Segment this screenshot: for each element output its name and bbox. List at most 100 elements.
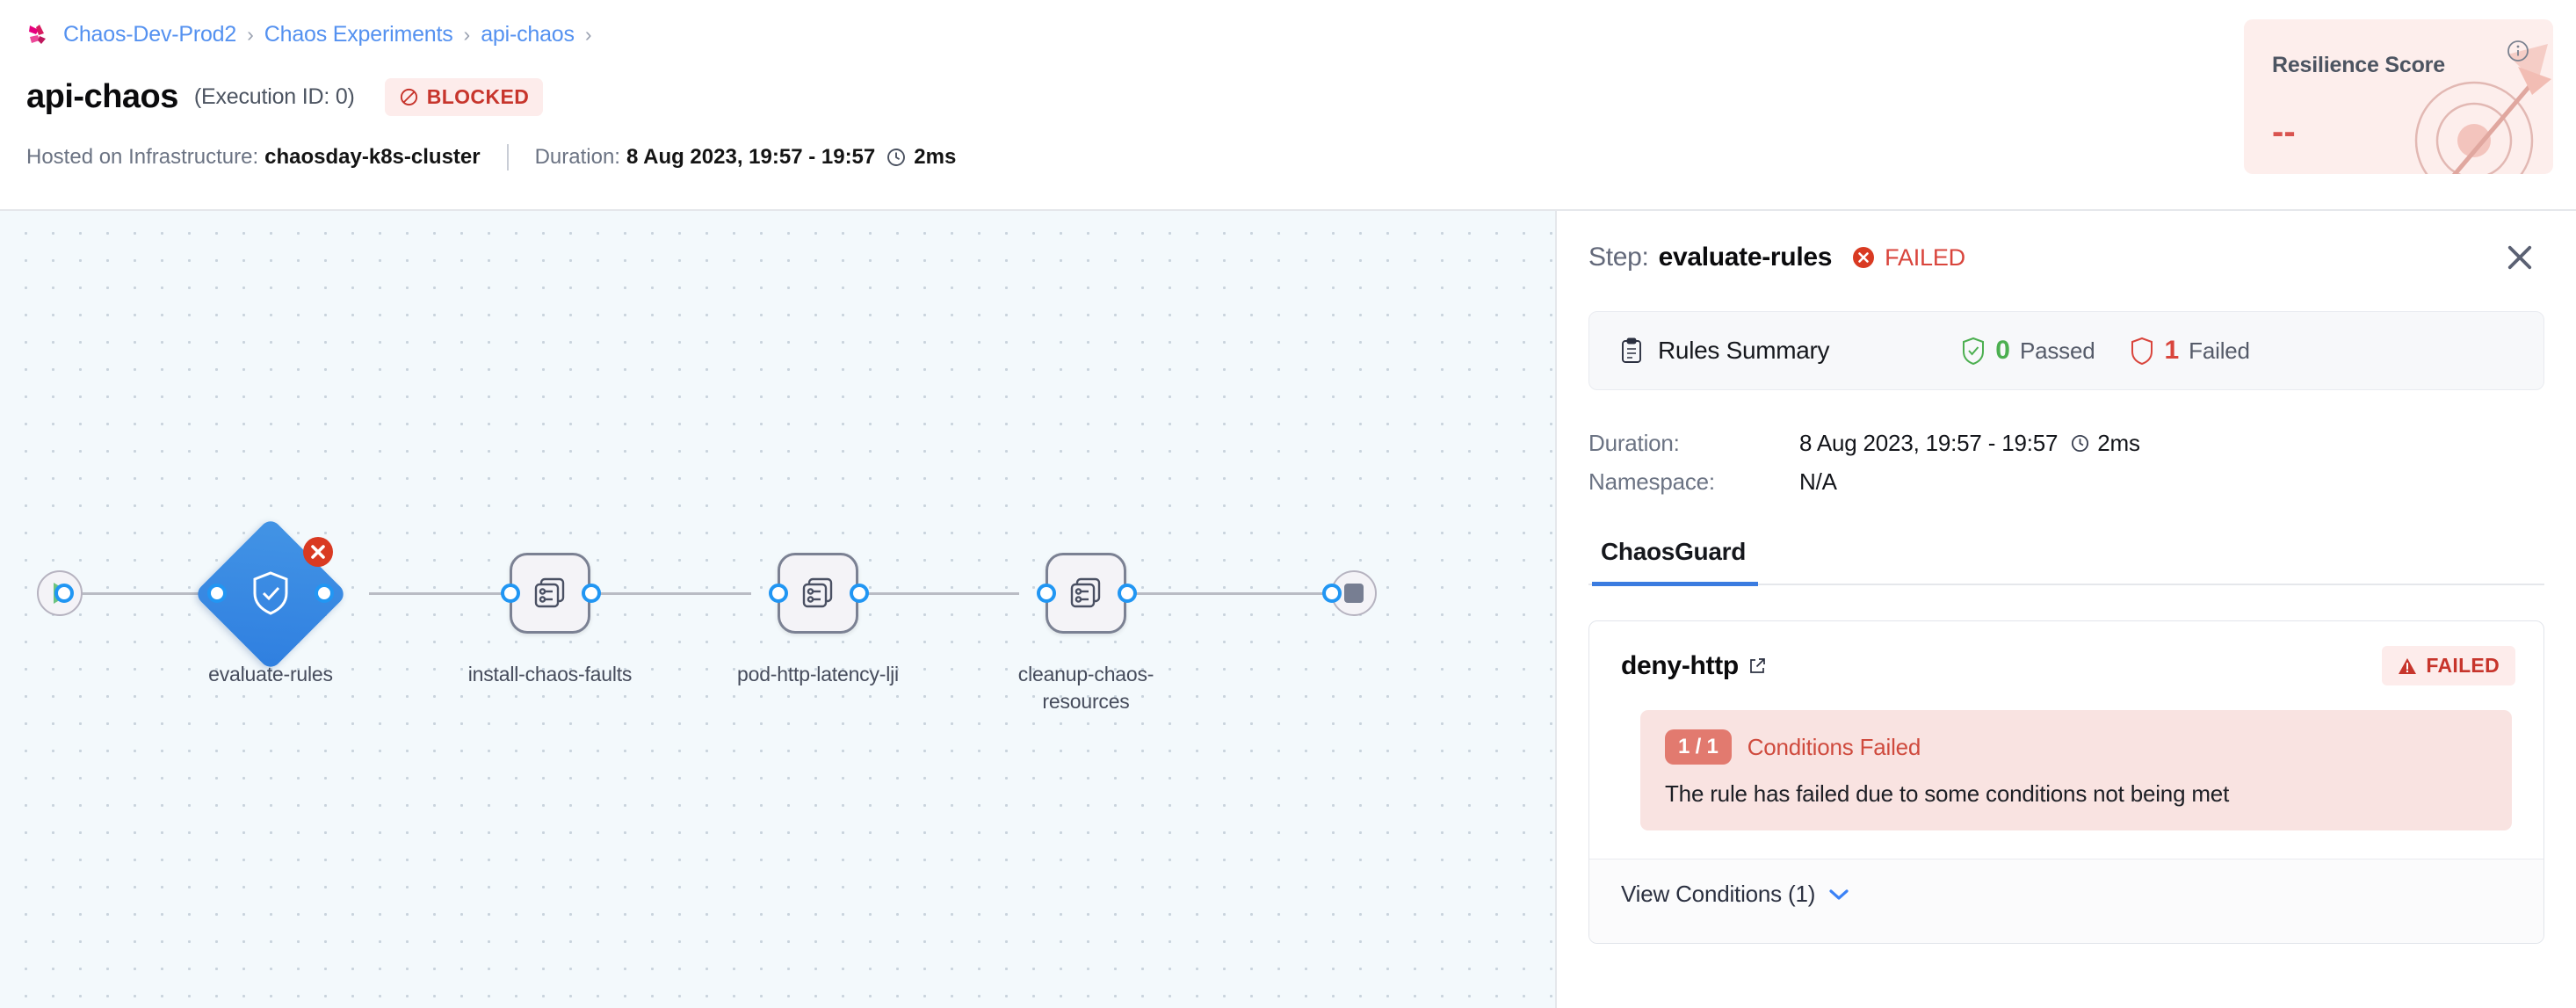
detail-key: Namespace: xyxy=(1588,468,1715,495)
node-square-shape xyxy=(778,553,858,634)
view-conditions-label: View Conditions (1) xyxy=(1621,881,1816,907)
breadcrumb-separator: › xyxy=(247,22,254,46)
rule-card-deny-http: deny-http FAILED xyxy=(1588,620,2544,944)
node-label: install-chaos-faults xyxy=(467,663,633,685)
graph-port[interactable] xyxy=(1322,584,1342,603)
clock-icon xyxy=(875,147,914,168)
breadcrumb-separator: › xyxy=(463,22,471,46)
graph-edge xyxy=(63,592,218,595)
resilience-score-title: Resilience Score xyxy=(2272,53,2445,77)
detail-value: N/A xyxy=(1799,468,1837,495)
graph-port[interactable] xyxy=(1037,584,1056,603)
graph-port[interactable] xyxy=(769,584,788,603)
rules-failed-stat: 1 Failed xyxy=(2130,336,2250,366)
status-badge: BLOCKED xyxy=(384,77,544,116)
detail-key: Duration: xyxy=(1588,429,1680,456)
graph-edge xyxy=(575,592,751,595)
ban-icon xyxy=(399,87,419,107)
view-conditions-toggle[interactable]: View Conditions (1) xyxy=(1589,859,2543,943)
panel-body: Rules Summary 0 Passed xyxy=(1557,311,2576,944)
error-x-icon xyxy=(1853,247,1875,268)
breadcrumb-item-0[interactable]: Chaos-Dev-Prod2 xyxy=(63,21,237,47)
detail-row-namespace: Namespace: N/A xyxy=(1588,462,2544,501)
duration-value: 8 Aug 2023, 19:57 - 19:57 xyxy=(626,145,876,169)
conditions-failed-label: Conditions Failed xyxy=(1747,733,1921,760)
main-content: evaluate-rules install-chaos-faults xyxy=(0,209,2576,1008)
chaos-fault-icon xyxy=(1070,577,1101,608)
pipeline-graph-canvas[interactable]: evaluate-rules install-chaos-faults xyxy=(0,211,1555,1008)
step-details-panel: Step: evaluate-rules FAILED xyxy=(1555,211,2576,1008)
node-square-shape xyxy=(510,553,590,634)
breadcrumb: Chaos-Dev-Prod2 › Chaos Experiments › ap… xyxy=(26,19,2576,49)
clipboard-icon xyxy=(1622,337,1641,363)
breadcrumb-separator: › xyxy=(584,22,592,46)
error-x-icon xyxy=(303,537,333,567)
conditions-failed-alert: 1 / 1 Conditions Failed The rule has fai… xyxy=(1640,710,2512,830)
external-link-icon[interactable] xyxy=(1739,656,1767,676)
rule-card-header: deny-http FAILED xyxy=(1589,621,2543,694)
conditions-failed-description: The rule has failed due to some conditio… xyxy=(1665,780,2230,807)
chaos-fault-icon xyxy=(534,577,565,608)
meta-divider xyxy=(506,144,509,170)
step-label: Step: xyxy=(1588,243,1649,272)
graph-port[interactable] xyxy=(54,584,74,603)
graph-port[interactable] xyxy=(582,584,601,603)
rules-summary-title: Rules Summary xyxy=(1658,337,1830,364)
warning-triangle-icon xyxy=(2399,657,2417,674)
graph-edge xyxy=(843,592,1019,595)
rules-passed-stat: 0 Passed xyxy=(1961,336,2095,366)
duration-elapsed: 2ms xyxy=(914,145,957,169)
shield-outline-icon xyxy=(2131,337,2153,365)
detail-value-elapsed: 2ms xyxy=(2097,429,2140,456)
graph-port[interactable] xyxy=(850,584,869,603)
meta-row: Hosted on Infrastructure: chaosday-k8s-c… xyxy=(26,142,2576,172)
infrastructure-label: Hosted on Infrastructure: xyxy=(26,145,259,169)
node-square-shape xyxy=(1046,553,1126,634)
status-badge: FAILED xyxy=(1851,244,1965,272)
shield-check-icon xyxy=(1963,337,1985,365)
execution-id: (Execution ID: 0) xyxy=(193,83,355,109)
rules-failed-label: Failed xyxy=(2189,337,2250,364)
status-badge-label: BLOCKED xyxy=(426,84,530,108)
stop-icon xyxy=(1344,584,1364,603)
node-label: pod-http-latency-lji xyxy=(737,663,899,685)
rules-passed-count: 0 xyxy=(1995,336,2010,365)
page-header: Chaos-Dev-Prod2 › Chaos Experiments › ap… xyxy=(0,0,2576,209)
breadcrumb-item-1[interactable]: Chaos Experiments xyxy=(264,21,453,47)
shield-check-icon xyxy=(253,571,288,615)
panel-tabs: ChaosGuard xyxy=(1588,534,2544,586)
rules-summary-card: Rules Summary 0 Passed xyxy=(1588,311,2544,390)
graph-port[interactable] xyxy=(1118,584,1137,603)
graph-port[interactable] xyxy=(501,584,520,603)
detail-row-duration: Duration: 8 Aug 2023, 19:57 - 19:57 2ms xyxy=(1588,424,2544,462)
harness-logo-icon xyxy=(26,21,53,47)
graph-edge xyxy=(369,592,510,595)
panel-header: Step: evaluate-rules FAILED xyxy=(1557,211,2576,304)
duration-label: Duration: xyxy=(534,145,620,169)
infrastructure-value: chaosday-k8s-cluster xyxy=(264,145,481,169)
rule-status-badge: FAILED xyxy=(2382,646,2515,685)
step-details-list: Duration: 8 Aug 2023, 19:57 - 19:57 2ms … xyxy=(1588,424,2544,501)
chevron-down-icon xyxy=(1829,888,1849,900)
rule-name: deny-http xyxy=(1621,650,1739,680)
rules-passed-label: Passed xyxy=(2019,337,2095,364)
rule-status-label: FAILED xyxy=(2426,654,2500,677)
chaos-fault-icon xyxy=(802,577,833,608)
tab-chaosguard[interactable]: ChaosGuard xyxy=(1592,534,1759,586)
rules-failed-count: 1 xyxy=(2164,336,2180,365)
graph-port[interactable] xyxy=(207,584,227,603)
close-icon[interactable] xyxy=(2502,240,2537,275)
breadcrumb-item-2[interactable]: api-chaos xyxy=(481,21,575,47)
graph-edge xyxy=(1129,592,1331,595)
detail-value-text: 8 Aug 2023, 19:57 - 19:57 xyxy=(1799,429,2059,456)
conditions-count-badge: 1 / 1 xyxy=(1665,729,1732,765)
graph-port[interactable] xyxy=(315,584,334,603)
resilience-score-card: Resilience Score -- xyxy=(2244,19,2553,174)
page-title: api-chaos xyxy=(26,77,178,115)
detail-value: 8 Aug 2023, 19:57 - 19:57 2ms xyxy=(1799,430,2140,457)
node-label: cleanup-chaos-resources xyxy=(1017,663,1154,713)
clock-icon xyxy=(2072,434,2089,452)
step-status-label: FAILED xyxy=(1885,243,1965,271)
title-row: api-chaos (Execution ID: 0) BLOCKED xyxy=(26,74,2576,120)
info-circle-icon[interactable] xyxy=(2506,39,2530,63)
